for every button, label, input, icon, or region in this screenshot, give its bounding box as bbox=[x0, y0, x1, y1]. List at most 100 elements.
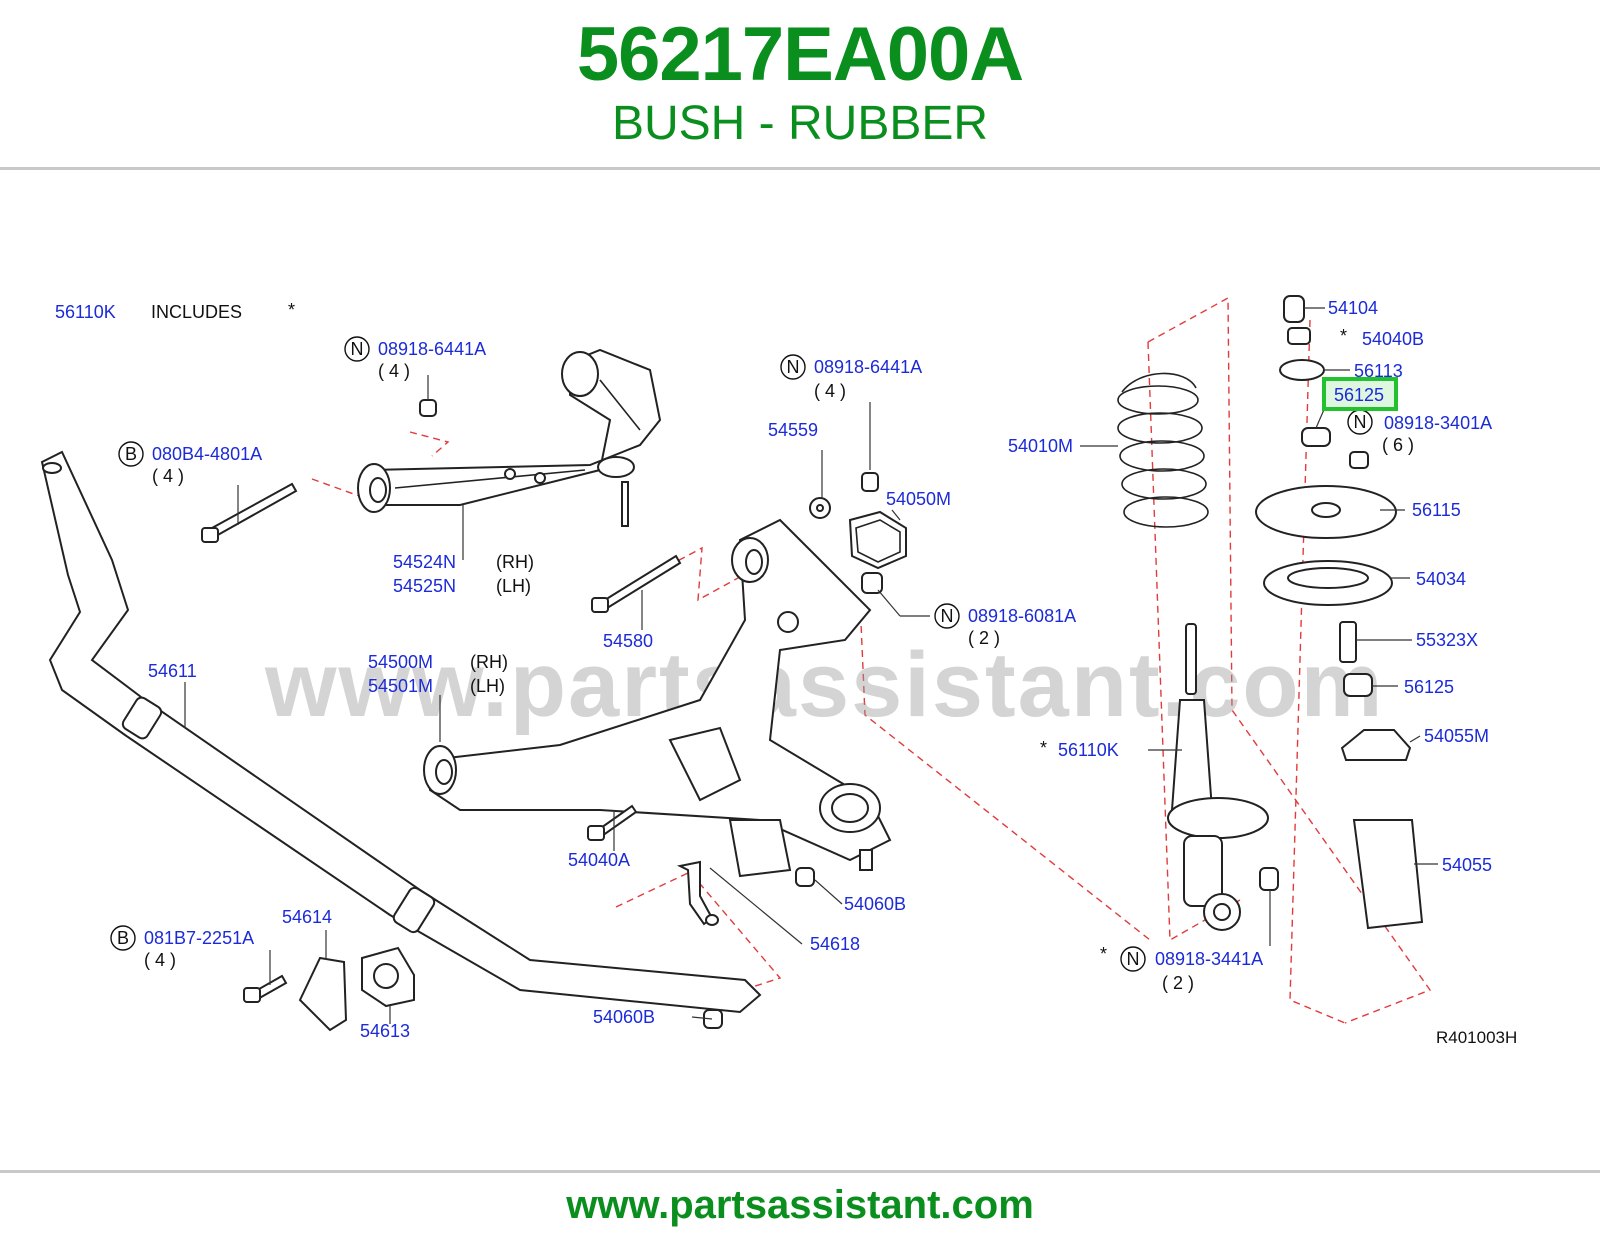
bolt-080b4[interactable] bbox=[201, 482, 298, 543]
nut-54040b[interactable] bbox=[1287, 327, 1311, 345]
nut-08918-6081a[interactable] bbox=[861, 572, 883, 594]
star-54040b: * bbox=[1340, 326, 1347, 346]
upper-link-arm-54524n[interactable] bbox=[357, 348, 662, 527]
bushing-54613[interactable] bbox=[361, 946, 415, 1008]
rh-54500m: (RH) bbox=[470, 652, 508, 672]
label-54060b-lower[interactable]: 54060B bbox=[593, 1007, 655, 1027]
header-divider bbox=[0, 167, 1600, 170]
label-56110k-includes[interactable]: 56110K bbox=[55, 302, 116, 322]
nut-08918-3401a[interactable] bbox=[1349, 451, 1369, 469]
rh-54524n: (RH) bbox=[496, 552, 534, 572]
washer-56113[interactable] bbox=[1279, 359, 1325, 381]
label-54104[interactable]: 54104 bbox=[1328, 298, 1378, 318]
nut-08918-3441a[interactable] bbox=[1259, 867, 1279, 891]
label-54613[interactable]: 54613 bbox=[360, 1021, 410, 1041]
svg-text:B: B bbox=[125, 444, 137, 464]
parts-diagram: www.partsassistant.com bbox=[40, 295, 1517, 1047]
qty-081b7-2251a: ( 4 ) bbox=[144, 950, 176, 970]
badge-n-08918-6441a-upper: N bbox=[344, 336, 370, 362]
stabilizer-bar-54611[interactable] bbox=[40, 450, 762, 1014]
qty-080b4-4801a: ( 4 ) bbox=[152, 466, 184, 486]
page-header: 56217EA00A BUSH - RUBBER bbox=[0, 0, 1600, 168]
label-56110k-strut[interactable]: 56110K bbox=[1058, 740, 1119, 760]
clamp-54614[interactable] bbox=[298, 956, 348, 1032]
badge-n-08918-3441a: N bbox=[1120, 946, 1146, 972]
footer-divider bbox=[0, 1170, 1600, 1173]
label-56113[interactable]: 56113 bbox=[1354, 361, 1403, 381]
part-name-subtitle: BUSH - RUBBER bbox=[611, 97, 989, 150]
stack-parts bbox=[1255, 295, 1424, 930]
label-080b4-4801a[interactable]: 080B4-4801A bbox=[152, 444, 262, 464]
washer-54559[interactable] bbox=[809, 497, 831, 519]
label-54501m[interactable]: 54501M bbox=[368, 676, 433, 696]
bushing-56125-upper[interactable] bbox=[1301, 427, 1331, 447]
label-08918-3401a[interactable]: 08918-3401A bbox=[1384, 413, 1492, 433]
label-54055m[interactable]: 54055M bbox=[1424, 726, 1489, 746]
nut-54060b-lower[interactable] bbox=[703, 1009, 723, 1029]
label-54614[interactable]: 54614 bbox=[282, 907, 332, 927]
label-54500m[interactable]: 54500M bbox=[368, 652, 433, 672]
qty-08918-3401a: ( 6 ) bbox=[1382, 435, 1414, 455]
label-56115[interactable]: 56115 bbox=[1412, 500, 1461, 520]
svg-text:N: N bbox=[787, 357, 800, 377]
qty-08918-6441a-lower: ( 4 ) bbox=[814, 381, 846, 401]
cap-54104[interactable] bbox=[1283, 295, 1305, 323]
svg-text:N: N bbox=[1127, 949, 1140, 969]
svg-text:N: N bbox=[1354, 412, 1367, 432]
nut-08918-6441a-lower[interactable] bbox=[861, 472, 879, 492]
link-54618[interactable] bbox=[676, 860, 719, 926]
svg-text:N: N bbox=[941, 606, 954, 626]
label-54055[interactable]: 54055 bbox=[1442, 855, 1492, 875]
badge-b-081b7: B bbox=[110, 925, 136, 951]
part-number-title: 56217EA00A bbox=[576, 12, 1024, 97]
label-54034[interactable]: 54034 bbox=[1416, 569, 1466, 589]
lh-54501m: (LH) bbox=[470, 676, 505, 696]
svg-text:N: N bbox=[351, 339, 364, 359]
badge-n-08918-6441a-lower: N bbox=[780, 354, 806, 380]
footer-url-link[interactable]: www.partsassistant.com bbox=[566, 1183, 1034, 1227]
label-08918-6081a[interactable]: 08918-6081A bbox=[968, 606, 1076, 626]
shock-absorber-56110k[interactable] bbox=[1167, 623, 1269, 931]
label-54040b[interactable]: 54040B bbox=[1362, 329, 1424, 349]
label-08918-6441a-lower[interactable]: 08918-6441A bbox=[814, 357, 922, 377]
qty-08918-3441a: ( 2 ) bbox=[1162, 973, 1194, 993]
boot-54055[interactable] bbox=[1352, 819, 1424, 930]
diagram-ref-code: R401003H bbox=[1436, 1028, 1517, 1047]
bolt-54040a[interactable] bbox=[587, 804, 638, 841]
sleeve-55323x[interactable] bbox=[1339, 621, 1357, 663]
label-54060b-upper[interactable]: 54060B bbox=[844, 894, 906, 914]
label-56125-highlighted[interactable]: 56125 bbox=[1334, 385, 1384, 405]
coil-spring-54010m[interactable] bbox=[1117, 372, 1209, 528]
label-54010m[interactable]: 54010M bbox=[1008, 436, 1073, 456]
label-54040a[interactable]: 54040A bbox=[568, 850, 630, 870]
nut-54060b-upper[interactable] bbox=[795, 867, 815, 887]
star-56110k: * bbox=[1040, 738, 1047, 758]
lh-54525n: (LH) bbox=[496, 576, 531, 596]
qty-08918-6441a-upper: ( 4 ) bbox=[378, 361, 410, 381]
includes-text: INCLUDES bbox=[151, 302, 242, 322]
includes-star: * bbox=[288, 300, 295, 320]
label-54618[interactable]: 54618 bbox=[810, 934, 860, 954]
badge-b-080b4: B bbox=[118, 441, 144, 467]
bolt-081b7[interactable] bbox=[243, 974, 288, 1003]
bump-stop-54050m[interactable] bbox=[848, 510, 907, 570]
label-08918-6441a-upper[interactable]: 08918-6441A bbox=[378, 339, 486, 359]
nut-08918-6441a-upper[interactable] bbox=[419, 399, 437, 417]
label-081b7-2251a[interactable]: 081B7-2251A bbox=[144, 928, 254, 948]
label-54580[interactable]: 54580 bbox=[603, 631, 653, 651]
label-54525n[interactable]: 54525N bbox=[393, 576, 456, 596]
label-54559[interactable]: 54559 bbox=[768, 420, 818, 440]
label-54524n[interactable]: 54524N bbox=[393, 552, 456, 572]
bushing-56125-lower[interactable] bbox=[1343, 673, 1373, 697]
svg-text:B: B bbox=[117, 928, 129, 948]
badge-n-08918-6081a: N bbox=[934, 603, 960, 629]
label-08918-3441a[interactable]: 08918-3441A bbox=[1155, 949, 1263, 969]
bound-bumper-54055m[interactable] bbox=[1340, 729, 1412, 761]
lower-link-arm-54500m[interactable] bbox=[423, 518, 892, 878]
label-54611[interactable]: 54611 bbox=[148, 661, 197, 681]
label-55323x[interactable]: 55323X bbox=[1416, 630, 1478, 650]
label-54050m[interactable]: 54050M bbox=[886, 489, 951, 509]
label-56125[interactable]: 56125 bbox=[1404, 677, 1454, 697]
bolt-54580[interactable] bbox=[591, 554, 682, 613]
star-08918-3441a: * bbox=[1100, 944, 1107, 964]
